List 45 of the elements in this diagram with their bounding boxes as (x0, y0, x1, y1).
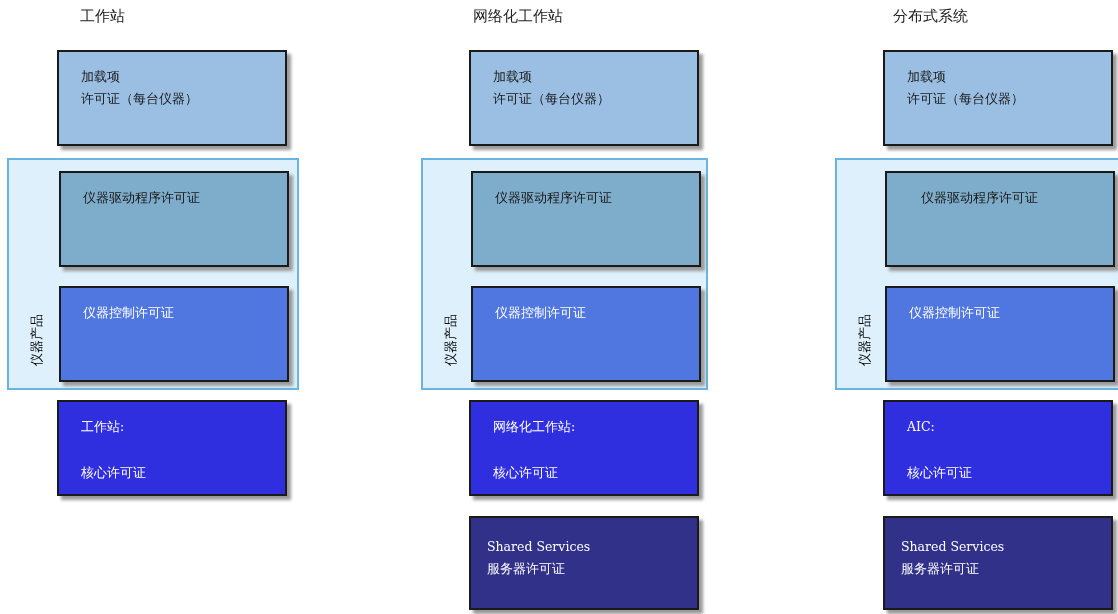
group-panel (421, 158, 708, 390)
box-text: 仪器控制许可证 (495, 304, 587, 322)
box-text: 加载项 (81, 68, 121, 86)
license-box (885, 286, 1115, 382)
column-heading: 分布式系统 (893, 7, 968, 26)
license-box (469, 50, 699, 146)
box-text: Shared Services (487, 538, 592, 556)
box-text: AIC: (907, 418, 936, 436)
box-text: 许可证（每台仪器） (493, 90, 611, 108)
box-text: 核心许可证 (493, 464, 559, 482)
license-box (469, 516, 699, 610)
group-panel (7, 158, 299, 390)
license-box (471, 171, 701, 267)
license-box (57, 400, 287, 496)
box-text: 服务器许可证 (487, 560, 566, 578)
license-box (883, 50, 1113, 146)
column-heading: 网络化工作站 (473, 7, 563, 26)
group-label: 仪器产品 (29, 314, 45, 366)
group-label: 仪器产品 (857, 314, 873, 366)
box-text: 许可证（每台仪器） (81, 90, 199, 108)
license-box (885, 171, 1115, 267)
box-text: 核心许可证 (81, 464, 147, 482)
license-box (469, 400, 699, 496)
box-text: 仪器控制许可证 (83, 304, 175, 322)
box-text: 仪器控制许可证 (909, 304, 1001, 322)
license-box (59, 286, 289, 382)
box-text: 工作站: (81, 418, 126, 436)
box-text: 仪器驱动程序许可证 (495, 189, 613, 207)
box-text: 服务器许可证 (901, 560, 980, 578)
box-text: 仪器驱动程序许可证 (83, 189, 201, 207)
group-label: 仪器产品 (443, 314, 459, 366)
box-text: 许可证（每台仪器） (907, 90, 1025, 108)
license-box (57, 50, 287, 146)
box-text: 仪器驱动程序许可证 (921, 189, 1039, 207)
license-box (883, 400, 1113, 496)
box-text: 核心许可证 (907, 464, 973, 482)
box-text: 加载项 (493, 68, 533, 86)
column-heading: 工作站 (80, 7, 125, 26)
license-box (471, 286, 701, 382)
group-panel (835, 158, 1118, 390)
license-box (883, 516, 1113, 610)
box-text: 加载项 (907, 68, 947, 86)
box-text: Shared Services (901, 538, 1006, 556)
license-box (59, 171, 289, 267)
box-text: 网络化工作站: (493, 418, 577, 436)
